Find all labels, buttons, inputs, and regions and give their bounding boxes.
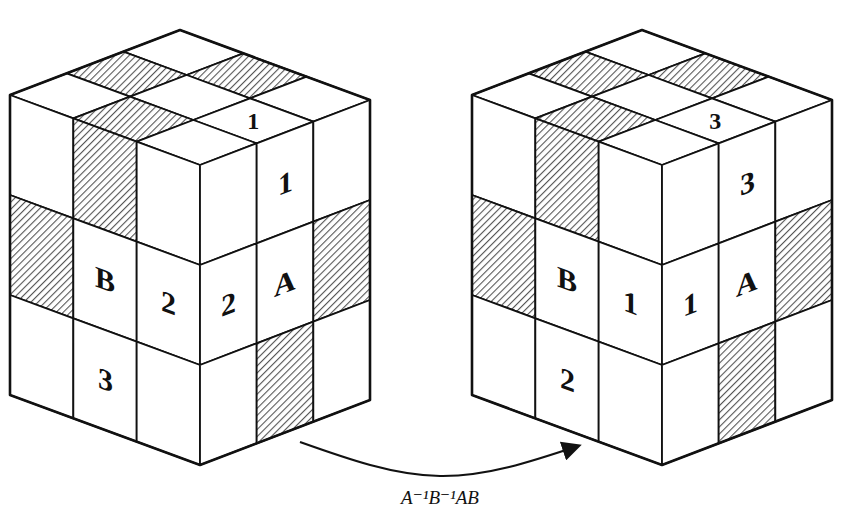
operation-label: A⁻¹B⁻¹AB [398, 487, 482, 508]
sticker-label: 3 [98, 362, 113, 397]
sticker-label: 2 [221, 286, 236, 322]
sticker-label: 1 [278, 165, 293, 201]
transform-arrow [300, 442, 578, 476]
sticker-label: 1 [623, 286, 638, 321]
sticker-label: 1 [683, 286, 698, 322]
sticker-label: A [736, 263, 758, 301]
cube-outline [472, 30, 832, 465]
sticker-label: 3 [709, 109, 721, 133]
sticker-label: 2 [560, 362, 575, 397]
sticker-label: B [557, 261, 577, 298]
sticker-label: 3 [740, 165, 755, 201]
cube-outline [10, 30, 370, 465]
sticker-label: A [274, 263, 296, 301]
sticker-label: 2 [161, 286, 176, 321]
sticker-label: B [95, 261, 115, 298]
sticker-label: 1 [247, 109, 259, 133]
